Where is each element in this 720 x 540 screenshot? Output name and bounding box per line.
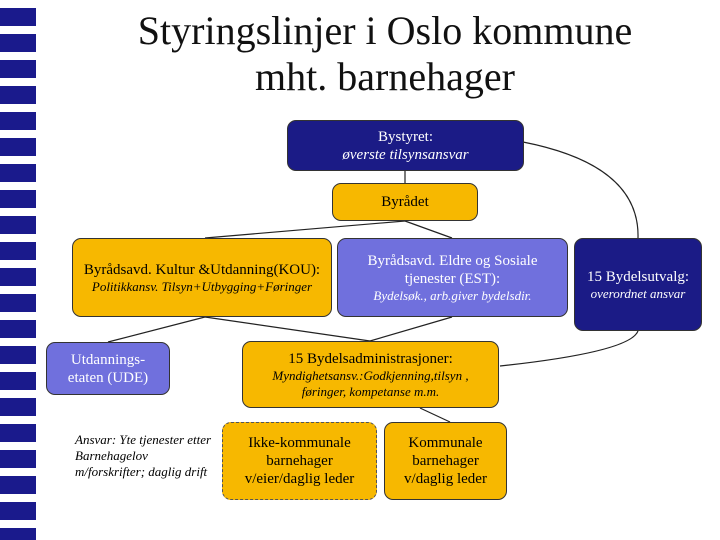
- kultur-label: Byrådsavd. Kultur &Utdanning(KOU):: [83, 261, 321, 278]
- link-kultur-ude: [107, 316, 206, 343]
- link-byradet-kultur: [204, 220, 406, 239]
- responsibility-note: Ansvar: Yte tjenester etter Barnehagelov…: [75, 432, 212, 479]
- box-bydelsadministrasjoner: 15 Bydelsadministrasjoner: Myndighetsans…: [242, 341, 499, 408]
- bydelsutvalg-label: 15 Bydelsutvalg:: [586, 268, 690, 285]
- bydelsadm-sub: Myndighetsansv.:Godkjenning,tilsyn , før…: [272, 367, 469, 399]
- box-ude: Utdannings-etaten (UDE): [46, 342, 170, 395]
- bydelsutvalg-sub: overordnet ansvar: [590, 285, 686, 301]
- box-byradsavd-eldre: Byrådsavd. Eldre og Sosiale tjenester (E…: [337, 238, 568, 317]
- eldre-label: Byrådsavd. Eldre og Sosiale tjenester (E…: [367, 252, 538, 287]
- box-kommunale-barnehager: Kommunale barnehager v/daglig leder: [384, 422, 507, 500]
- title-line-2: mht. barnehager: [255, 54, 515, 99]
- title-line-1: Styringslinjer i Oslo kommune: [137, 8, 633, 53]
- kommunale-label: Kommunale barnehager v/daglig leder: [404, 435, 487, 487]
- link-byradet-eldre: [404, 220, 453, 239]
- link-eldre-bydelsadm: [369, 316, 453, 342]
- link-bystyret-bydelsutvalg: [522, 141, 639, 239]
- box-byradet: Byrådet: [332, 183, 478, 221]
- bydelsadm-label: 15 Bydelsadministrasjoner:: [288, 350, 453, 367]
- link-bydelsadm-kommunale: [419, 407, 451, 423]
- ude-label: Utdannings-etaten (UDE): [67, 351, 149, 386]
- box-ikke-kommunale-barnehager: Ikke-kommunale barnehager v/eier/daglig …: [222, 422, 377, 500]
- link-kultur-bydelsadm: [204, 316, 371, 342]
- bystyret-label: Bystyret:: [378, 128, 433, 145]
- page-title: Styringslinjer i Oslo kommune mht. barne…: [60, 8, 710, 100]
- ikke-kommunale-label: Ikke-kommunale barnehager v/eier/daglig …: [244, 435, 355, 487]
- box-byradsavd-kultur: Byrådsavd. Kultur &Utdanning(KOU): Polit…: [72, 238, 332, 317]
- bystyret-sub: øverste tilsynsansvar: [342, 146, 469, 163]
- box-bystyret: Bystyret: øverste tilsynsansvar: [287, 120, 524, 171]
- link-bydelsutvalg-bydelsadm: [499, 330, 639, 367]
- box-bydelsutvalg: 15 Bydelsutvalg: overordnet ansvar: [574, 238, 702, 331]
- byradet-label: Byrådet: [381, 194, 429, 210]
- eldre-sub: Bydelsøk., arb.giver bydelsdir.: [373, 287, 532, 303]
- kultur-sub: Politikkansv. Tilsyn+Utbygging+Føringer: [91, 278, 313, 294]
- left-stripe-decoration: [0, 0, 36, 540]
